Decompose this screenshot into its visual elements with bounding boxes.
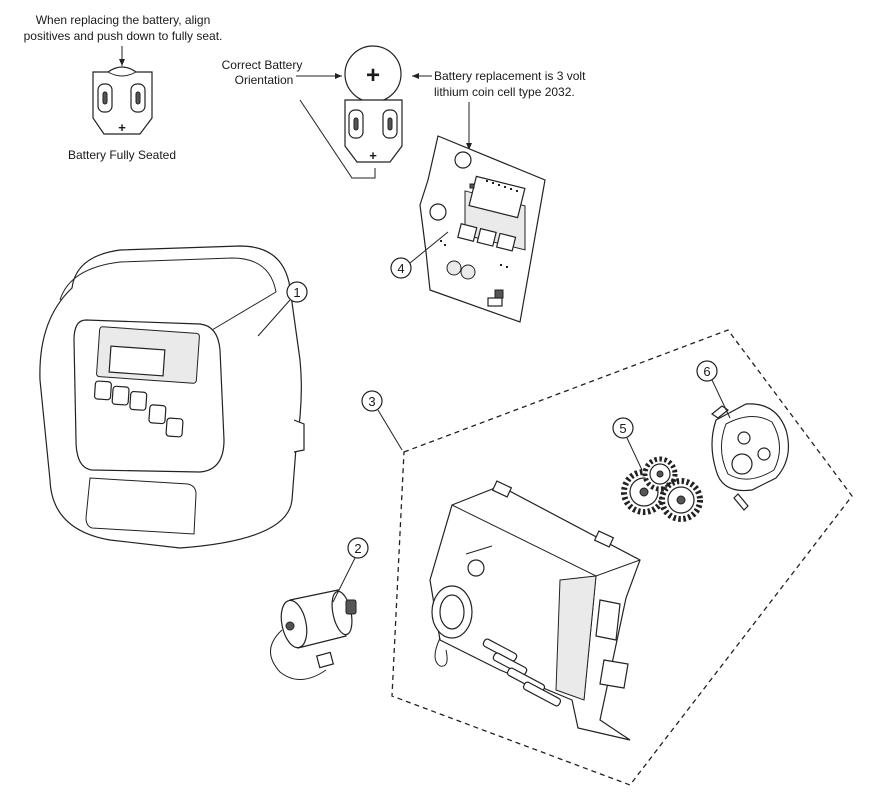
seat-instruction-line1: When replacing the battery, align bbox=[36, 13, 211, 27]
battery-holder-open: + bbox=[299, 99, 403, 179]
callout-2: 2 bbox=[332, 537, 369, 603]
battery-replacement-note: Battery replacement is 3 volt lithium co… bbox=[412, 69, 586, 150]
callout-3-number: 3 bbox=[368, 394, 375, 409]
callout-2-leader bbox=[332, 557, 356, 603]
coin-cell-battery: + bbox=[344, 45, 402, 103]
callout-1-number: 1 bbox=[293, 285, 300, 300]
pc-board bbox=[419, 135, 546, 323]
gear-cover bbox=[710, 403, 789, 511]
callout-5-number: 5 bbox=[619, 421, 626, 436]
reduction-gears bbox=[621, 456, 703, 522]
drive-assembly-boundary bbox=[391, 329, 853, 786]
drive-bracket bbox=[429, 480, 641, 741]
battery-plus-sign: + bbox=[366, 62, 380, 89]
callout-1-leader bbox=[257, 299, 291, 337]
callout-5: 5 bbox=[612, 417, 643, 471]
callout-2-number: 2 bbox=[354, 541, 361, 556]
motor bbox=[270, 589, 357, 680]
replacement-label-line2: lithium coin cell type 2032. bbox=[434, 85, 575, 99]
battery-fully-seated-label: Battery Fully Seated bbox=[68, 148, 176, 162]
holder-plus-sign: + bbox=[369, 148, 377, 163]
callout-1: 1 bbox=[257, 281, 308, 337]
battery-orientation-note: Correct Battery Orientation bbox=[222, 58, 342, 87]
callout-5-leader bbox=[626, 437, 643, 471]
callout-6-leader bbox=[711, 379, 731, 419]
callout-3-leader bbox=[377, 409, 403, 451]
replacement-label-line1: Battery replacement is 3 volt bbox=[434, 69, 586, 83]
callout-6-number: 6 bbox=[703, 364, 710, 379]
callout-6: 6 bbox=[696, 360, 731, 419]
callout-4-leader bbox=[409, 231, 449, 264]
seated-plus-sign: + bbox=[118, 120, 126, 135]
battery-seat-note: When replacing the battery, align positi… bbox=[24, 13, 223, 66]
battery-holder-seated: + bbox=[92, 66, 153, 135]
callout-4: 4 bbox=[390, 231, 449, 279]
callout-3: 3 bbox=[361, 390, 403, 451]
orientation-label-line1: Correct Battery bbox=[222, 58, 303, 72]
callout-4-number: 4 bbox=[397, 261, 404, 276]
orientation-label-line2: Orientation bbox=[235, 73, 294, 87]
seat-instruction-line2: positives and push down to fully seat. bbox=[24, 29, 223, 43]
front-cover bbox=[39, 245, 305, 549]
